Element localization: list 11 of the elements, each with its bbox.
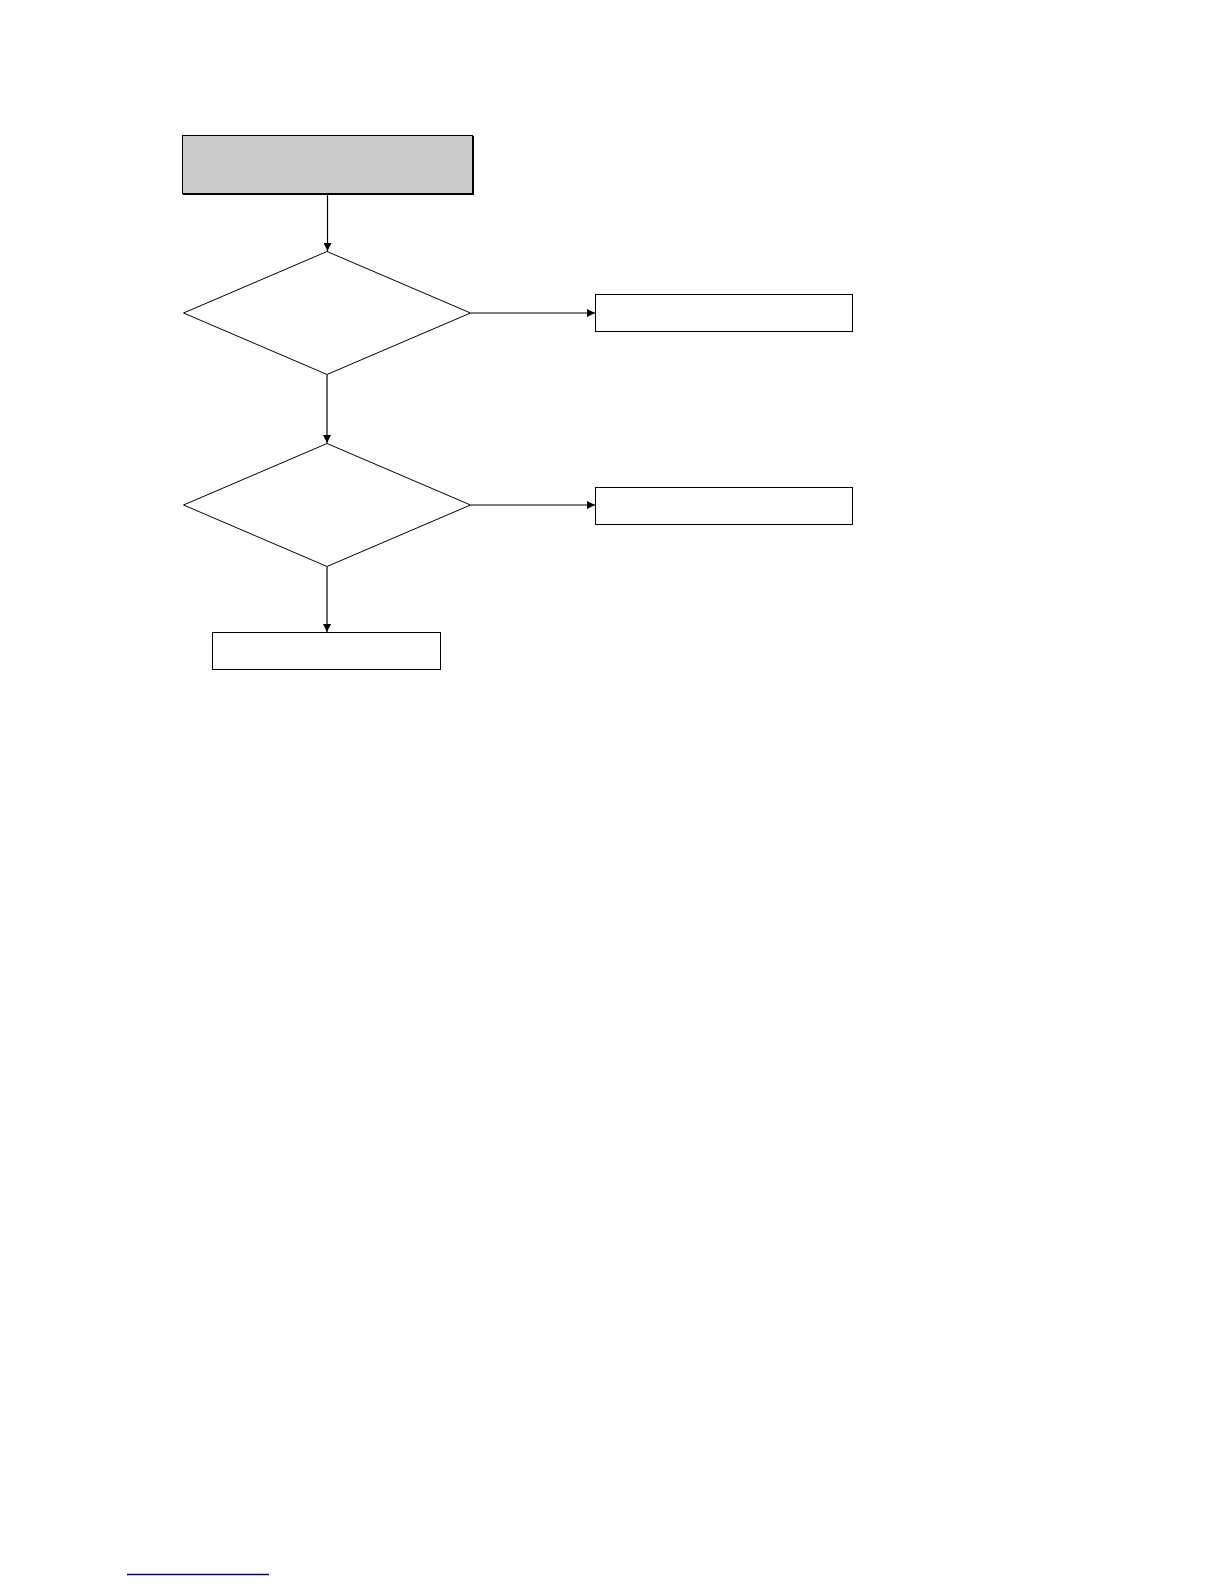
arrow — [470, 501, 596, 509]
process-box — [182, 135, 473, 194]
arrow — [323, 374, 331, 444]
arrow — [323, 566, 331, 633]
process-box — [595, 294, 853, 332]
decision-diamond — [183, 251, 471, 375]
arrow — [323, 193, 332, 252]
process-box — [212, 632, 441, 670]
arrow — [470, 309, 596, 317]
decision-diamond — [183, 443, 471, 567]
process-box — [595, 487, 853, 525]
